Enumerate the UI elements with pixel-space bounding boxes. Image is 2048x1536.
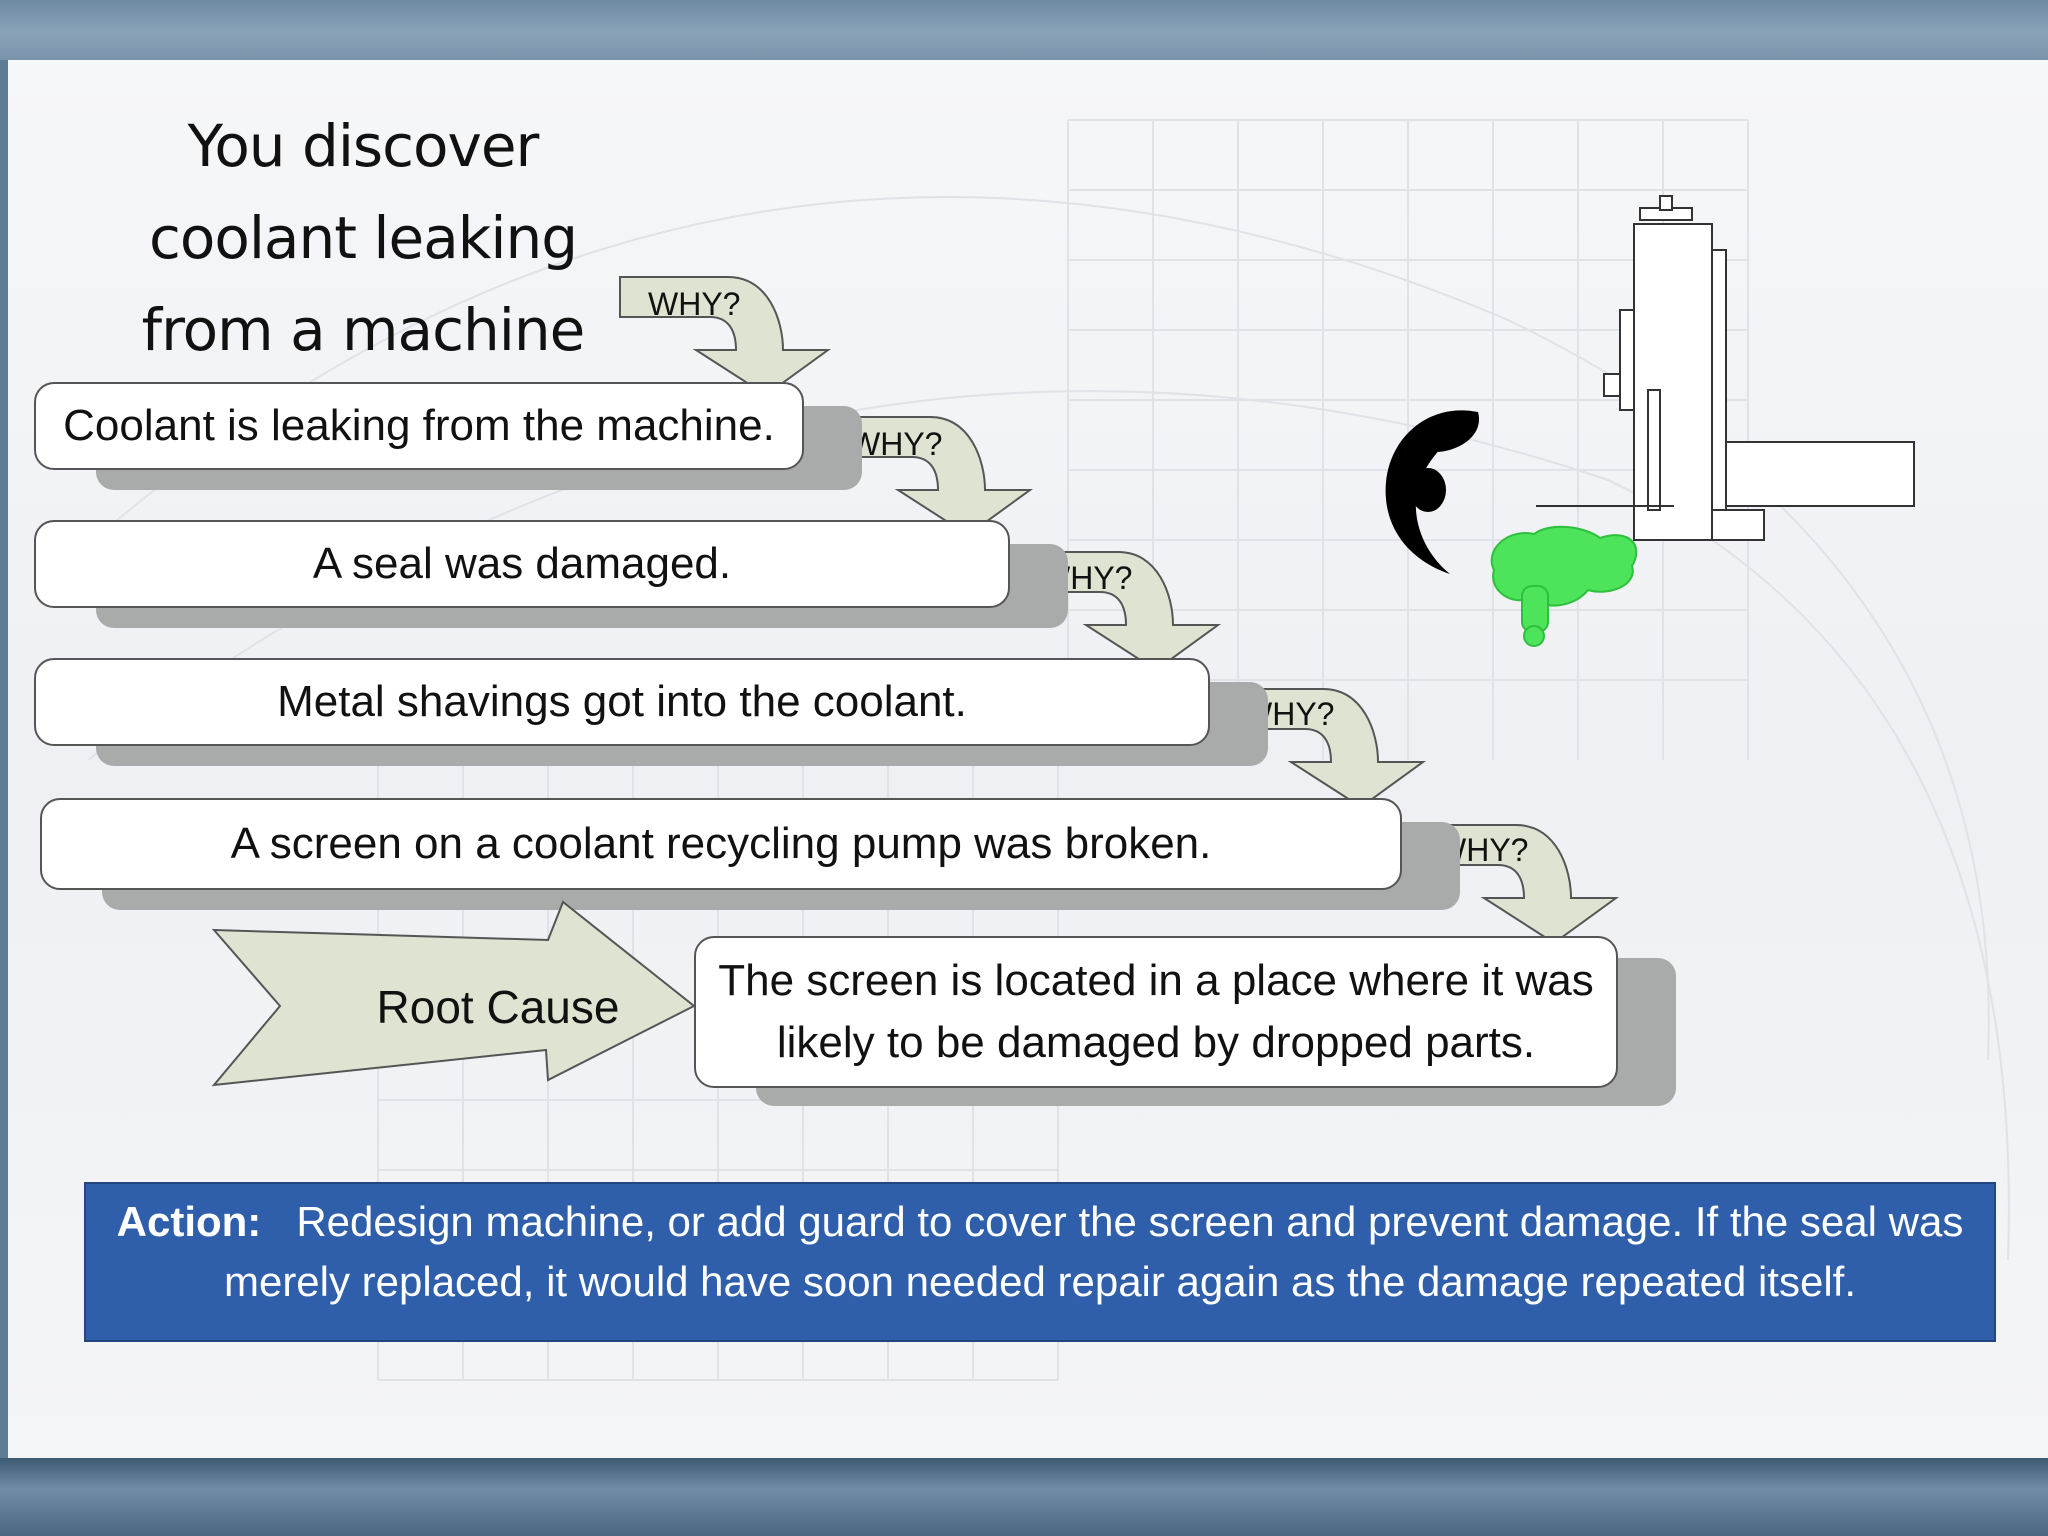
slide-frame-top <box>0 0 2048 60</box>
why-label-2: WHY? <box>850 426 943 462</box>
why-arrow-3 <box>1009 551 1222 672</box>
step-box-3: Metal shavings got into the coolant. <box>34 658 1210 746</box>
why-label-4: WHY? <box>1242 696 1335 732</box>
step-text-4: A screen on a coolant recycling pump was… <box>230 819 1212 868</box>
root-cause-text-line2: likely to be damaged by dropped parts. <box>776 1018 1536 1067</box>
why-label-3: WHY? <box>1040 560 1133 596</box>
root-cause-label: Root Cause <box>376 981 620 1033</box>
slide-frame-bottom <box>0 1458 2048 1536</box>
why-arrow-5 <box>1407 824 1620 945</box>
machine-illustration <box>1385 195 1915 647</box>
root-cause-box: The screen is located in a place where i… <box>694 936 1618 1088</box>
step-box-4: A screen on a coolant recycling pump was… <box>40 798 1402 890</box>
root-cause-text-line1: The screen is located in a place where i… <box>718 956 1594 1005</box>
root-cause-arrow <box>211 900 696 1087</box>
step-box-1: Coolant is leaking from the machine. <box>34 382 804 470</box>
step-text-3: Metal shavings got into the coolant. <box>277 677 967 726</box>
action-box: Action: Redesign machine, or add guard t… <box>84 1182 1996 1342</box>
action-label: Action: <box>116 1198 262 1245</box>
why-label-1: WHY? <box>648 286 741 322</box>
step-text-2: A seal was damaged. <box>312 539 732 588</box>
why-arrow-4 <box>1214 688 1427 809</box>
why-arrow-1 <box>619 276 832 397</box>
diagram-title: You discover coolant leaking from a mach… <box>141 112 586 364</box>
action-text: Redesign machine, or add guard to cover … <box>223 1198 1964 1305</box>
why-label-5: WHY? <box>1436 832 1529 868</box>
step-text-1: Coolant is leaking from the machine. <box>63 401 775 450</box>
slide: You discover coolant leaking from a mach… <box>8 60 2048 1458</box>
why-arrow-2 <box>821 416 1034 537</box>
step-box-2: A seal was damaged. <box>34 520 1010 608</box>
